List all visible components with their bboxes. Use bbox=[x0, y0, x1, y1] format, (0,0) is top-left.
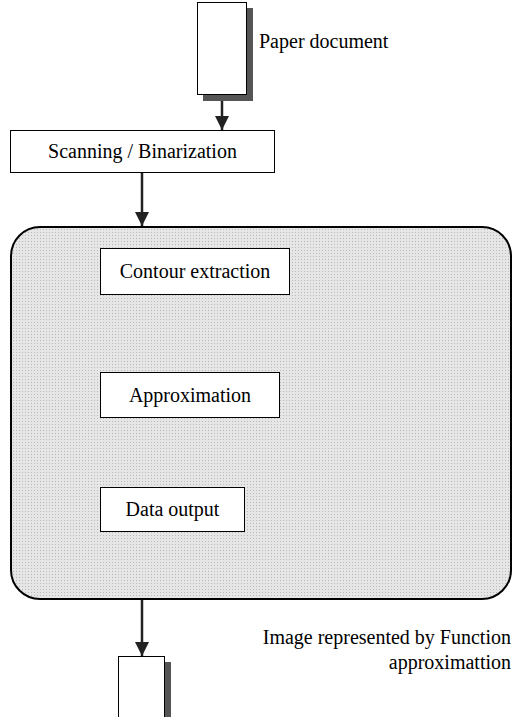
box-label: Data output bbox=[126, 497, 220, 522]
box-label: Contour extraction bbox=[120, 259, 271, 284]
process-box: Data output bbox=[100, 487, 245, 532]
processing-panel: Contour extractionApproximationData outp… bbox=[10, 226, 512, 600]
node-label: Paper document bbox=[259, 29, 388, 54]
flow-arrow bbox=[141, 173, 144, 226]
flow-arrow bbox=[141, 600, 144, 656]
paper-document: Paper document bbox=[197, 2, 247, 95]
output-image: Image represented by Function approximat… bbox=[118, 656, 165, 717]
box-label: Scanning / Binarization bbox=[48, 139, 237, 164]
process-box: Contour extraction bbox=[100, 248, 290, 295]
flow-arrow bbox=[221, 95, 224, 130]
process-box: Approximation bbox=[100, 372, 280, 418]
process-box: Scanning / Binarization bbox=[10, 130, 275, 173]
node-label: Image represented by Function approximat… bbox=[239, 625, 511, 675]
box-label: Approximation bbox=[129, 383, 251, 408]
